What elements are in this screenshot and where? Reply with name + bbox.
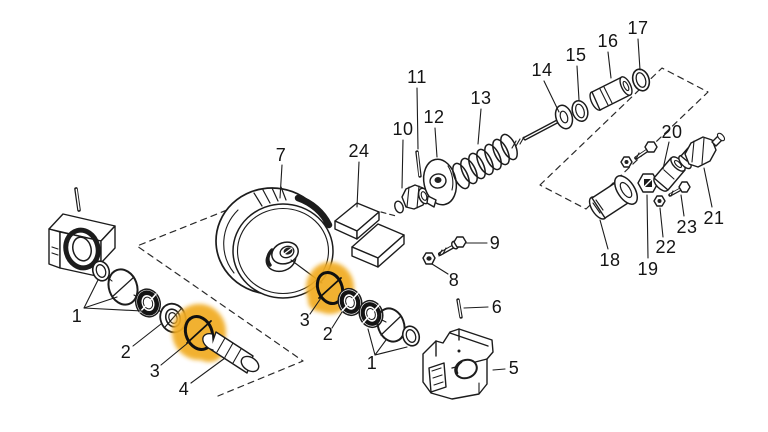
pin-6 [458,300,461,317]
collar-2-right [335,285,366,318]
snap-ring-1-left [104,265,143,308]
bracket-left [49,214,115,277]
ring-small-1-right [400,324,422,348]
bushing-1-right [356,297,387,330]
plug-16 [588,75,635,112]
fitting-21 [677,132,726,171]
roller-wheel-7 [216,187,333,298]
highlighted-o-ring-left[interactable] [181,312,218,353]
plate-24-rear [352,224,404,267]
nut-22 [654,196,665,206]
hex-bushing-19 [638,174,658,192]
fitting-10 [393,185,431,214]
rod-14 [512,103,575,148]
snap-ring-1-right [373,305,409,346]
leader-lines [84,39,712,383]
o-ring-15 [570,99,591,124]
nut-upper [621,157,632,167]
o-ring-17 [630,67,652,93]
nut-8 [423,253,435,264]
plate-24-front [335,203,379,239]
highlighted-o-ring-right[interactable] [313,269,347,308]
group-outline-left [137,206,303,396]
sleeve-20 [651,154,687,193]
group-outline-right [381,68,708,216]
wheel-hub [263,239,301,276]
bolt-upper [636,142,657,159]
spring-13 [449,132,520,191]
bolt-9 [439,237,466,256]
pin-11 [417,152,420,176]
cam-plate-12 [420,156,461,208]
cylinder-18 [586,172,642,222]
bracket-5 [423,329,493,399]
bushing-1-left [132,286,164,321]
bolt-23 [670,182,690,196]
pin-left [76,189,79,210]
ring-small-1-left [90,259,112,283]
shaft-4 [203,332,262,375]
